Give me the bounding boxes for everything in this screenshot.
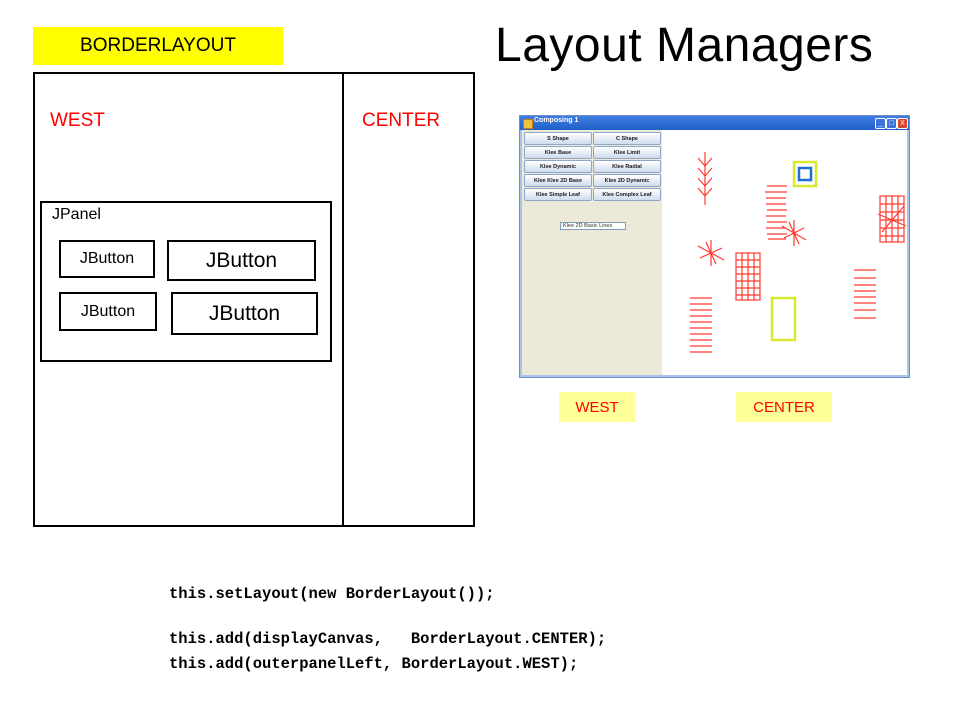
close-icon: X [897, 118, 908, 129]
center-region-label: CENTER [362, 110, 441, 131]
borderlayout-frame [33, 72, 475, 527]
klee-limit-button: Klee Limit [593, 146, 661, 159]
klee-base-button: Klee Base [524, 146, 592, 159]
app-window-screenshot: Composing 1 _ □ X S Shape C Shape Klee B… [519, 115, 910, 378]
s-shape-button: S Shape [524, 132, 592, 145]
c-shape-button: C Shape [593, 132, 661, 145]
borderlayout-tag: BORDERLAYOUT [33, 27, 283, 65]
window-title: Composing 1 [534, 117, 579, 124]
jbutton-4: JButton [171, 292, 318, 335]
app-icon [523, 119, 533, 129]
code-line-2: this.add(displayCanvas, BorderLayout.CEN… [169, 630, 607, 648]
jpanel-label: JPanel [52, 206, 101, 223]
klee-simple-leaf-button: Klee Simple Leaf [524, 188, 592, 201]
red-strokes [690, 152, 907, 353]
lime-tall-shape [770, 296, 797, 342]
west-region-label: WEST [50, 110, 105, 131]
minimize-icon: _ [875, 118, 886, 129]
klee-drawing [690, 152, 907, 353]
center-canvas-screenshot [662, 130, 907, 375]
klee-complex-leaf-button: Klee Complex Leaf [593, 188, 661, 201]
screenshot-center-tag: CENTER [736, 392, 832, 422]
klee-2d-dynamic-button: Klee 2D Dynamic [593, 174, 661, 187]
jbutton-3: JButton [59, 292, 157, 331]
code-line-3: this.add(outerpanelLeft, BorderLayout.WE… [169, 655, 579, 673]
window-titlebar: Composing 1 _ □ X [520, 116, 909, 130]
drawing-name-field: Klee 2D Basic Lines [560, 222, 626, 230]
west-panel-screenshot: S Shape C Shape Klee Base Klee Limit Kle… [522, 130, 662, 375]
klee-radial-button: Klee Radial [593, 160, 661, 173]
slide-title: Layout Managers [495, 19, 874, 72]
lime-square-shape [792, 160, 818, 188]
west-center-divider [342, 72, 344, 525]
maximize-icon: □ [886, 118, 897, 129]
jbutton-2: JButton [167, 240, 316, 281]
screenshot-west-tag: WEST [559, 392, 635, 422]
jpanel-box [40, 201, 332, 362]
klee-2d-base-button: Klee Klee 2D Base [524, 174, 592, 187]
jbutton-1: JButton [59, 240, 155, 278]
code-line-1: this.setLayout(new BorderLayout()); [169, 585, 495, 603]
blue-square-shape [797, 166, 813, 182]
klee-dynamic-button: Klee Dynamic [524, 160, 592, 173]
